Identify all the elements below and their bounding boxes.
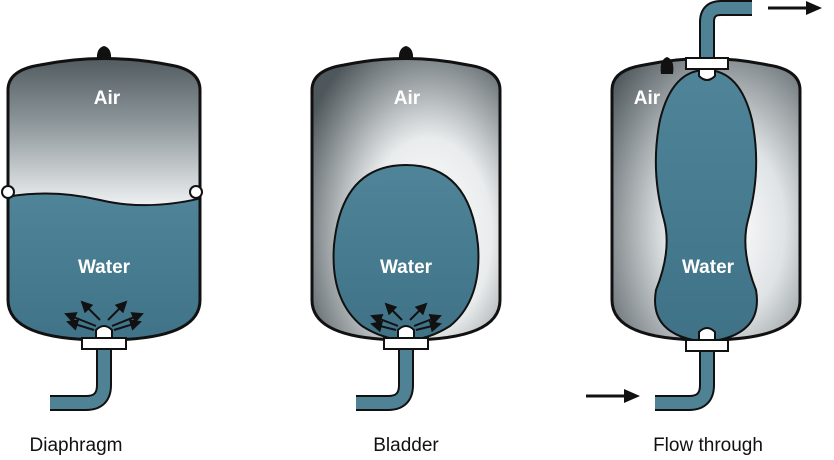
clamp-ring-left [1,185,15,199]
caption-diaphragm: Diaphragm [30,435,123,456]
flow-arrows [64,300,144,331]
water-label: Water [78,257,131,278]
bottom-fitting [81,337,127,350]
clamp-ring-right [189,185,203,199]
bottom-fitting [383,337,429,350]
water-chamber [8,193,200,340]
diaphragm-membrane [8,192,200,207]
flow-arrows [370,302,442,333]
air-label: Air [394,88,421,109]
tank-shell [6,57,202,342]
air-label: Air [94,88,121,109]
water-label: Water [380,257,433,278]
caption-flow-through: Flow through [653,435,763,456]
water-label: Water [682,257,735,278]
air-valve [96,46,112,60]
bladder [332,163,480,342]
air-label: Air [634,88,661,109]
top-fitting [685,57,729,70]
diaphragm-tank: Air Water Diaphragm [1,46,203,456]
bottom-fitting [685,339,729,352]
air-chamber [8,58,200,210]
flow-through-tank: Air Water Flow through [586,0,822,456]
air-valve [660,57,674,74]
flow-direction-arrows [586,1,822,403]
caption-bladder: Bladder [373,435,439,456]
bladder-tank: Air Water Bladder [310,46,502,456]
air-valve [398,46,414,60]
bladder [654,68,758,344]
